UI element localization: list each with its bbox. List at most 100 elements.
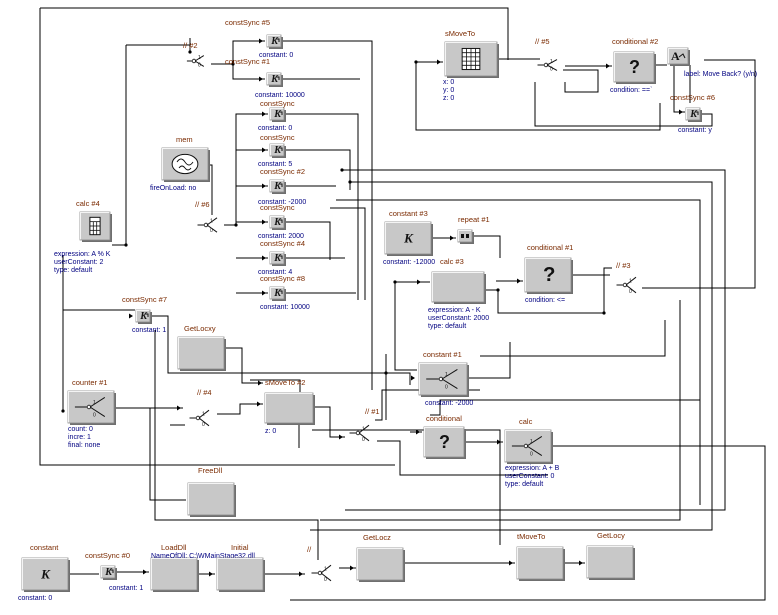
node-title: calc	[519, 417, 533, 426]
node-sw4[interactable]: 10// #4	[189, 388, 212, 428]
wire	[250, 379, 301, 392]
node-getLocy[interactable]: GetLocy	[586, 531, 635, 580]
node-conditional[interactable]: ?conditional	[423, 414, 466, 459]
switch-icon: 10	[74, 396, 106, 419]
k-icon: Κ	[403, 230, 414, 245]
wire-arrow	[579, 560, 583, 566]
k-icon: Κ	[40, 566, 51, 581]
wire-junction	[340, 168, 344, 172]
node-sw5[interactable]: 10// #5	[535, 37, 558, 72]
switch-icon: 10	[349, 424, 370, 443]
node-title: calc #3	[440, 257, 464, 266]
wire	[284, 113, 359, 300]
wire-arrow	[258, 380, 262, 386]
svg-text:Κ: Κ	[273, 253, 282, 264]
svg-text:Κ: Κ	[689, 109, 698, 120]
node-property: constant: 0	[18, 595, 52, 602]
svg-text:1: 1	[530, 439, 533, 445]
wire	[534, 82, 713, 127]
svg-text:Κ: Κ	[270, 74, 279, 85]
brain-icon	[171, 153, 199, 175]
repeat-icon	[461, 234, 469, 238]
wire	[283, 40, 373, 390]
node-initial[interactable]: Initial	[216, 543, 265, 592]
svg-text:Κ: Κ	[273, 181, 282, 192]
wire	[480, 320, 666, 357]
node-sw0[interactable]: 10//	[307, 545, 332, 583]
wire-junction	[414, 60, 418, 64]
svg-text:0: 0	[362, 437, 365, 443]
node-sw1[interactable]: 10 // #1	[349, 407, 380, 443]
node-property: userConstant: 2	[54, 259, 104, 266]
svg-text:0: 0	[445, 385, 448, 391]
node-title: GetLocy	[597, 531, 625, 540]
node-sw6[interactable]: 10// #6	[195, 200, 218, 234]
node-title: conditional #1	[527, 243, 573, 252]
wire	[150, 315, 411, 385]
wire-arrow	[509, 560, 513, 566]
switch-icon: 10	[616, 276, 637, 295]
node-title: // #1	[365, 407, 380, 416]
svg-text:Α: Α	[671, 49, 680, 63]
wire-arrow	[299, 571, 303, 577]
switch-icon: 10	[511, 435, 543, 458]
svg-text:Κ: Κ	[139, 311, 148, 322]
wire	[211, 63, 265, 80]
k-sync-icon: Κ	[104, 567, 114, 578]
svg-text:1: 1	[445, 372, 448, 378]
node-title: sMoveTo #2	[265, 378, 305, 387]
wire	[642, 59, 756, 289]
wire	[116, 407, 186, 501]
wire-arrow	[257, 401, 261, 407]
node-sMoveTo2[interactable]: sMoveTo #2z: 0	[264, 378, 315, 435]
node-getLocz[interactable]: GetLocz	[356, 533, 405, 582]
svg-text:Κ: Κ	[273, 145, 282, 156]
wire-arrow	[143, 569, 147, 575]
node-sw3[interactable]: 10// #3	[616, 261, 637, 295]
node-sw2[interactable]: 10// #2	[183, 41, 205, 68]
node-title: FreeDll	[198, 466, 223, 475]
node-property: constant: -2000	[258, 199, 306, 206]
wire	[430, 399, 700, 416]
node-repeat1[interactable]: repeat #1	[457, 215, 490, 244]
grid-icon	[461, 47, 481, 71]
node-tMoveTo[interactable]: tMoveTo	[516, 532, 565, 581]
svg-text:Κ: Κ	[40, 566, 51, 581]
node-title: constant	[30, 543, 59, 552]
node-title: constSync #0	[85, 551, 130, 560]
switch-icon: 10	[189, 409, 210, 428]
node-freeDll[interactable]: FreeDll	[187, 466, 236, 517]
node-title: constSync	[260, 203, 295, 212]
svg-text:Κ: Κ	[403, 230, 414, 245]
node-property: z: 0	[443, 95, 454, 102]
node-getLocxy[interactable]: GetLocxy	[177, 324, 226, 371]
switch-icon: 10	[186, 55, 205, 68]
k-sync-icon: Κ	[689, 109, 699, 120]
node-title: //	[307, 545, 312, 554]
